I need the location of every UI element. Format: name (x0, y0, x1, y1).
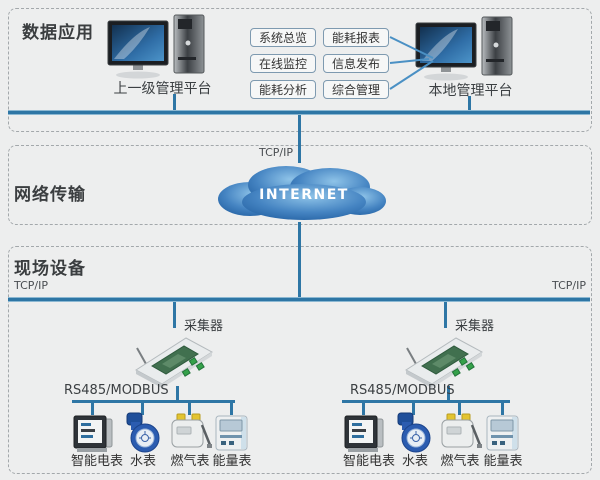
energy-meter-icon (486, 415, 519, 451)
section-title-network: 网络传输 (14, 185, 86, 205)
module-button-system-overview: 系统总览 (250, 28, 316, 47)
computer-label-upper-platform: 上一级管理平台 (113, 81, 212, 97)
connector-left-computer (173, 94, 176, 110)
bus-label-left: RS485/MODBUS (64, 383, 169, 398)
tcpip-label-left: TCP/IP (14, 279, 48, 292)
meter-label-gas: 燃气表 (440, 454, 480, 469)
meter-label-energy: 能量表 (483, 454, 523, 469)
section-title-field-devices: 现场设备 (14, 259, 86, 279)
gas-meter-icon (171, 413, 212, 448)
computer-label-local-platform: 本地管理平台 (428, 83, 513, 99)
meter-label-water: 水表 (129, 454, 156, 469)
bus-label-right: RS485/MODBUS (350, 383, 455, 398)
internet-cloud: INTERNET (218, 166, 386, 220)
drop-line (501, 402, 504, 415)
water-meter-icon (126, 412, 160, 453)
module-connector-lines (389, 36, 434, 90)
module-button-energy-report: 能耗报表 (323, 28, 389, 47)
tcpip-label-top: TCP/IP (259, 146, 293, 159)
data-collector-icon (135, 337, 213, 388)
connector-bus-to-cloud (298, 115, 301, 163)
module-button-info-publishing: 信息发布 (323, 54, 389, 73)
connector-left-collector-to-bus (176, 386, 179, 400)
connector-bus-to-right-collector (444, 302, 447, 328)
collector-label-left: 采集器 (184, 319, 224, 334)
connector-cloud-to-field-bus (298, 222, 301, 297)
water-meter-icon (397, 412, 431, 453)
backbone-bus-top (8, 110, 590, 115)
connector-right-collector-to-bus (447, 386, 450, 400)
rs485-bus-right (342, 400, 510, 403)
rs485-bus-left (72, 400, 235, 403)
connector-bus-to-left-collector (173, 302, 176, 328)
module-button-energy-analysis: 能耗分析 (250, 80, 316, 99)
data-collector-icon (405, 337, 483, 388)
desktop-computer-icon (107, 14, 205, 79)
section-title-data-application: 数据应用 (22, 23, 94, 43)
energy-meter-icon (215, 415, 248, 451)
meter-label-smart-electric: 智能电表 (342, 454, 395, 469)
drop-line (412, 402, 415, 415)
drop-line (458, 402, 461, 415)
backbone-bus-field (8, 297, 590, 302)
meter-label-gas: 燃气表 (170, 454, 210, 469)
drop-line (230, 402, 233, 415)
module-button-online-monitoring: 在线监控 (250, 54, 316, 73)
drop-line (362, 402, 365, 415)
meter-label-water: 水表 (401, 454, 428, 469)
module-button-comprehensive-mgmt: 综合管理 (323, 80, 389, 99)
collector-label-right: 采集器 (455, 319, 495, 334)
meter-label-smart-electric: 智能电表 (70, 454, 123, 469)
drop-line (188, 402, 191, 415)
drop-line (141, 402, 144, 415)
connector-right-computer (468, 96, 471, 110)
tcpip-label-right: TCP/IP (552, 279, 586, 292)
svg-text:INTERNET: INTERNET (259, 187, 349, 203)
smart-electric-meter-icon (344, 415, 384, 452)
meter-label-energy: 能量表 (212, 454, 252, 469)
gas-meter-icon (441, 413, 482, 448)
smart-electric-meter-icon (73, 415, 113, 452)
drop-line (91, 402, 94, 415)
